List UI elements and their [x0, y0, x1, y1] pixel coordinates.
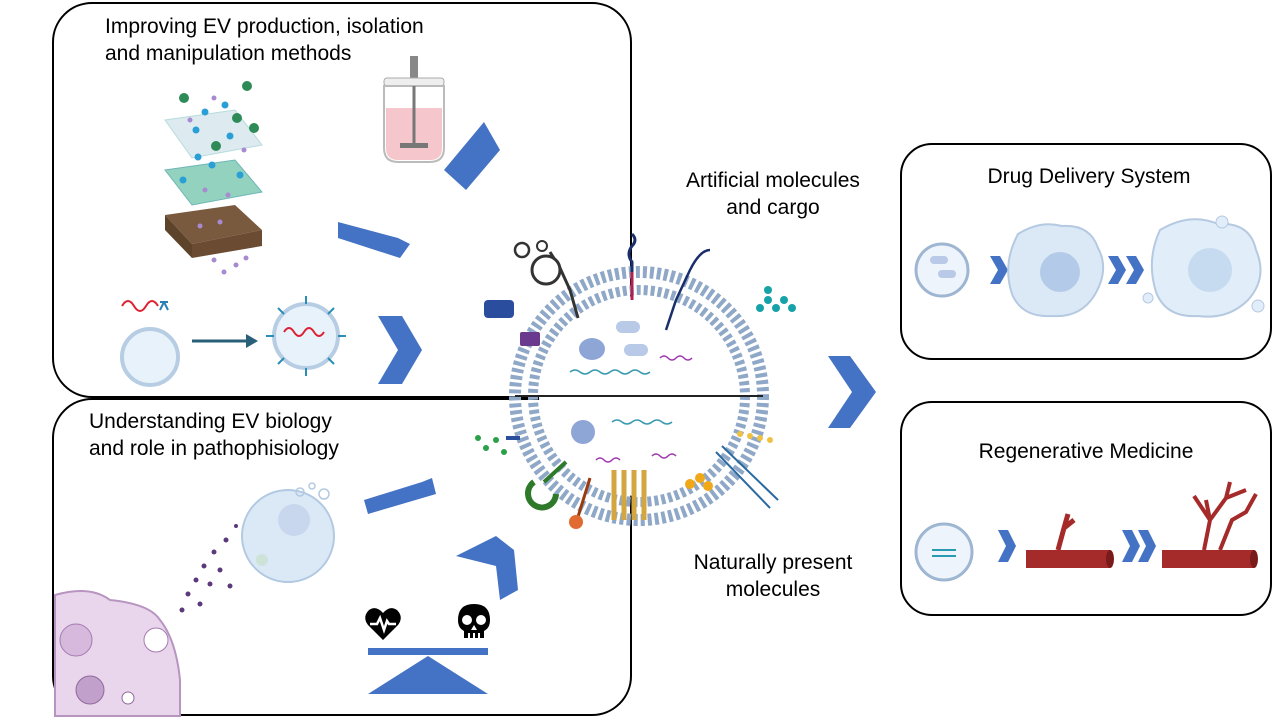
heart-pulse-icon [365, 608, 401, 640]
biology-title-line1: Understanding EV biology [89, 410, 332, 433]
biology-title-line2: and role in pathophisiology [89, 437, 339, 460]
production-title-line2: and manipulation methods [105, 42, 352, 65]
balance-fulcrum [368, 656, 488, 694]
regenerative-title: Regenerative Medicine [978, 440, 1194, 463]
regenerative-panel [900, 401, 1272, 616]
balance-beam [368, 648, 488, 655]
filter-stack-illustration [164, 81, 263, 275]
production-title: Improving EV production, isolation and m… [105, 13, 485, 67]
extracellular-vesicle-illustration [475, 232, 796, 529]
cell-secretion-illustration [54, 482, 335, 717]
naturally-present-line2: molecules [725, 578, 821, 601]
naturally-present-label: Naturally present molecules [660, 549, 886, 603]
biology-title: Understanding EV biology and role in pat… [89, 408, 409, 462]
ev-loading-illustration [120, 296, 346, 387]
artificial-molecules-line1: Artificial molecules [686, 169, 860, 192]
artificial-molecules-line2: and cargo [726, 196, 820, 219]
naturally-present-line1: Naturally present [693, 551, 853, 574]
drug-delivery-illustration [914, 215, 1265, 318]
regenerative-illustration [914, 481, 1258, 582]
production-title-line1: Improving EV production, isolation [105, 15, 424, 38]
artificial-molecules-label: Artificial molecules and cargo [660, 167, 886, 221]
bioreactor-illustration [383, 56, 445, 163]
skull-icon [458, 604, 490, 638]
drug-delivery-title: Drug Delivery System [987, 165, 1191, 188]
